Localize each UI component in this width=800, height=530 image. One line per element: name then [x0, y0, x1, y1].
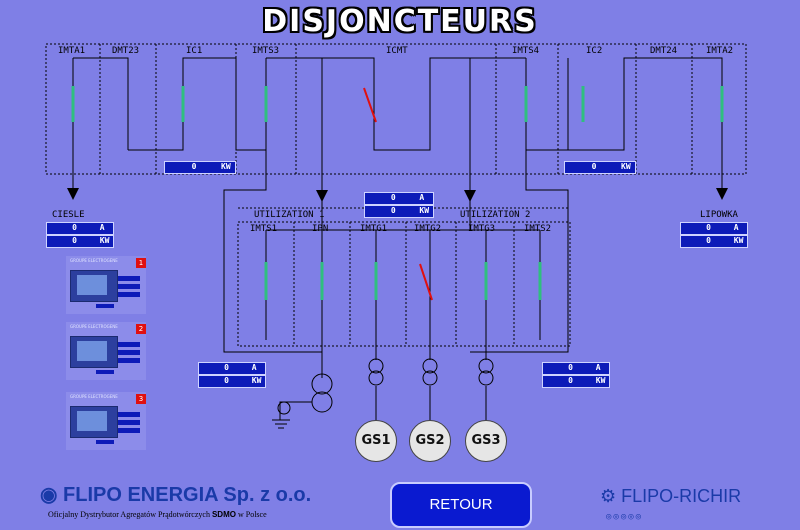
top-switchgear-frame [45, 43, 747, 175]
partner-logo-icons: ◎◎◎◎◎ [606, 512, 644, 522]
feeder-label-lipowka: LIPOWKA [700, 210, 738, 220]
lower-switchgear-frame [237, 221, 571, 347]
generator-gs2[interactable]: GS2 [409, 420, 451, 462]
breaker-label-imtg1: IMTG1 [360, 224, 388, 234]
breaker-label-dmt23: DMT23 [112, 46, 140, 56]
generator-set-image [70, 406, 118, 438]
company-logo: ◉ FLIPO ENERGIA Sp. z o.o. [40, 484, 312, 506]
breaker-label-imts2: IMTS2 [524, 224, 552, 234]
breaker-label-imts1: IMTS1 [250, 224, 278, 234]
center-bus [266, 57, 526, 151]
retour-button[interactable]: RETOUR [390, 482, 532, 528]
utilization-1-label: UTILIZATION 1 [254, 210, 325, 220]
breaker-label-imtg3: IMTG3 [468, 224, 496, 234]
breaker-label-icmt: ICMT [386, 46, 408, 56]
generator-set-image [70, 270, 118, 302]
generator-gs1[interactable]: GS1 [355, 420, 397, 462]
breaker-label-imta1: IMTA1 [58, 46, 86, 56]
feeder-label-ciesle: CIESLE [52, 210, 85, 220]
imts3-line [223, 58, 322, 353]
breaker-label-imts4: IMTS4 [512, 46, 540, 56]
partner-logo: ⚙ FLIPO-RICHIR [600, 486, 742, 506]
breaker-label-imta2: IMTA2 [706, 46, 734, 56]
breaker-label-ipn: IPN [312, 224, 329, 234]
breaker-label-imts3: IMTS3 [252, 46, 280, 56]
breaker-label-ic2: IC2 [586, 46, 603, 56]
company-tagline: Oficjalny Dystrybutor Agregatów Prądotwó… [48, 510, 267, 519]
page-title: DISJONCTEURS [262, 4, 538, 39]
breaker-label-ic1: IC1 [186, 46, 203, 56]
imts4-line [470, 58, 569, 353]
utilization-2-label: UTILIZATION 2 [460, 210, 531, 220]
generator-gs3[interactable]: GS3 [465, 420, 507, 462]
breaker-label-imtg2: IMTG2 [414, 224, 442, 234]
left-busbar [73, 57, 129, 150]
generator-set-image [70, 336, 118, 368]
breaker-label-dmt24: DMT24 [650, 46, 678, 56]
